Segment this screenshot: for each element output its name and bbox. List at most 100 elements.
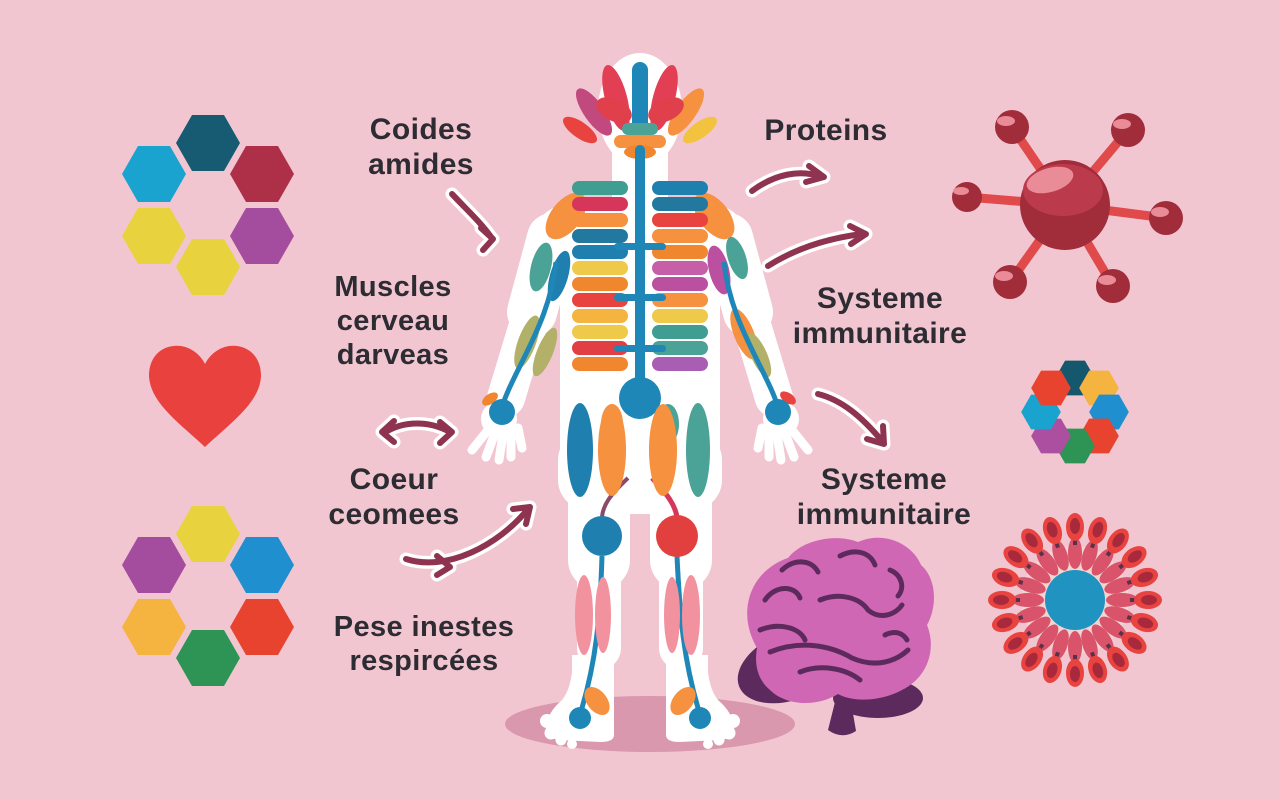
micelle-spoke xyxy=(1066,631,1084,687)
label-coeur: Coeur ceomees xyxy=(328,462,459,533)
rib-pill-right xyxy=(652,325,708,339)
label-line: Muscles xyxy=(334,271,452,303)
micelle-spoke xyxy=(1099,546,1147,584)
protein-molecule-icon xyxy=(952,110,1183,303)
rib-pill-left xyxy=(572,229,628,243)
rib-pill-left xyxy=(572,181,628,195)
label-line: Systeme xyxy=(816,282,944,315)
label-line: cerveau xyxy=(336,305,450,338)
rib-pill-left xyxy=(572,261,628,275)
hexagon-icon xyxy=(176,506,240,562)
left-arm-muscles xyxy=(482,242,571,425)
brain-folds xyxy=(757,549,911,683)
label-line: Coeur xyxy=(349,463,439,496)
micelle-spoke xyxy=(1099,616,1147,654)
micelle-cell-icon xyxy=(988,513,1162,687)
micelle-spoke xyxy=(1091,624,1129,672)
micelle-spoke xyxy=(1021,624,1059,672)
molecule-highlight xyxy=(1026,166,1074,194)
hexagon-icon xyxy=(230,537,294,593)
heart-icon xyxy=(149,345,261,447)
arrow-to-proteins xyxy=(745,159,831,198)
head-organs xyxy=(562,62,718,159)
micelle-spoke xyxy=(1066,513,1084,569)
micelle-spoke xyxy=(1042,516,1069,571)
arrow-pese-to-body xyxy=(399,500,537,582)
label-line: darveas xyxy=(336,339,450,372)
pelvis-circle xyxy=(619,377,661,419)
hexagon-icon xyxy=(230,146,294,202)
hexagon-icon xyxy=(1031,370,1071,406)
rib-pills xyxy=(572,181,708,371)
arrow-coides-to-body xyxy=(445,187,500,257)
micelle-spoke xyxy=(1091,528,1129,576)
label-line: Proteins xyxy=(764,114,888,147)
rib-pill-right xyxy=(652,261,708,275)
rib-pill-right xyxy=(652,197,708,211)
hexagon-icon xyxy=(176,630,240,686)
rib-pill-left xyxy=(572,325,628,339)
human-body-figure xyxy=(467,53,813,749)
hexagon-ring-icon xyxy=(1021,360,1129,464)
hexagon-cluster-icon xyxy=(122,115,294,295)
hexagon-icon xyxy=(230,599,294,655)
micelle-spoke xyxy=(1003,546,1051,584)
hexagon-icon xyxy=(230,208,294,264)
brain-icon xyxy=(737,537,934,736)
rib-pill-left xyxy=(572,277,628,291)
rib-pill-right xyxy=(652,181,708,195)
micelle-core xyxy=(1045,570,1105,630)
rib-pill-left xyxy=(572,197,628,211)
label-pese-inestes: Pese inestes respircées xyxy=(334,610,515,678)
rib-pill-right xyxy=(652,341,708,355)
micelle-spoke xyxy=(1106,591,1162,609)
rib-pill-left xyxy=(572,341,628,355)
hexagon-icon xyxy=(176,115,240,171)
micelle-spoke xyxy=(991,606,1046,633)
rib-pill-left xyxy=(572,213,628,227)
micelle-spoke xyxy=(1042,629,1069,684)
hexagon-icon xyxy=(122,599,186,655)
micelle-spokes xyxy=(988,513,1162,687)
label-line: respircées xyxy=(349,645,499,678)
micelle-spoke xyxy=(1003,616,1051,654)
arrow-to-immune-lower xyxy=(811,387,891,451)
rib-pill-right xyxy=(652,229,708,243)
molecule-hexagon-cluster-icon xyxy=(122,506,294,686)
arrow-coeur-double xyxy=(375,414,459,450)
right-arm-muscles xyxy=(707,236,796,425)
micelle-spoke xyxy=(988,591,1044,609)
rib-pill-right xyxy=(652,277,708,291)
left-knee-circle xyxy=(582,516,622,556)
label-line: immunitaire xyxy=(792,317,968,351)
hexagon-icon xyxy=(122,146,186,202)
right-knee-circle xyxy=(656,515,698,557)
rib-pill-right xyxy=(652,293,708,307)
left-hand-fingers xyxy=(467,423,527,465)
label-line: Coides xyxy=(369,113,473,146)
hexagon-icon xyxy=(122,537,186,593)
hexagon-icon xyxy=(122,208,186,264)
hexagon-icon xyxy=(176,239,240,295)
label-line: Systeme xyxy=(820,463,948,496)
rib-pill-right xyxy=(652,357,708,371)
spine xyxy=(614,145,666,419)
rib-pill-left xyxy=(572,245,628,259)
label-line: immunitaire xyxy=(796,498,972,532)
molecule-satellites xyxy=(952,110,1183,303)
label-line: ceomees xyxy=(328,498,460,532)
rib-pill-right xyxy=(652,309,708,323)
rib-pill-left xyxy=(572,293,628,307)
label-systeme-immunitaire-lower: Systeme immunitaire xyxy=(797,462,971,533)
label-coides-amides: Coides amides xyxy=(368,112,474,183)
rib-pill-left xyxy=(572,309,628,323)
label-systeme-immunitaire-upper: Systeme immunitaire xyxy=(793,281,967,352)
micelle-spoke xyxy=(991,567,1046,594)
label-muscles-cerveau: Muscles cerveau darveas xyxy=(334,270,451,373)
micelle-spoke xyxy=(1081,516,1108,571)
arrow-to-immune-upper xyxy=(761,219,873,273)
right-hand-fingers xyxy=(753,423,813,465)
rib-pill-left xyxy=(572,357,628,371)
